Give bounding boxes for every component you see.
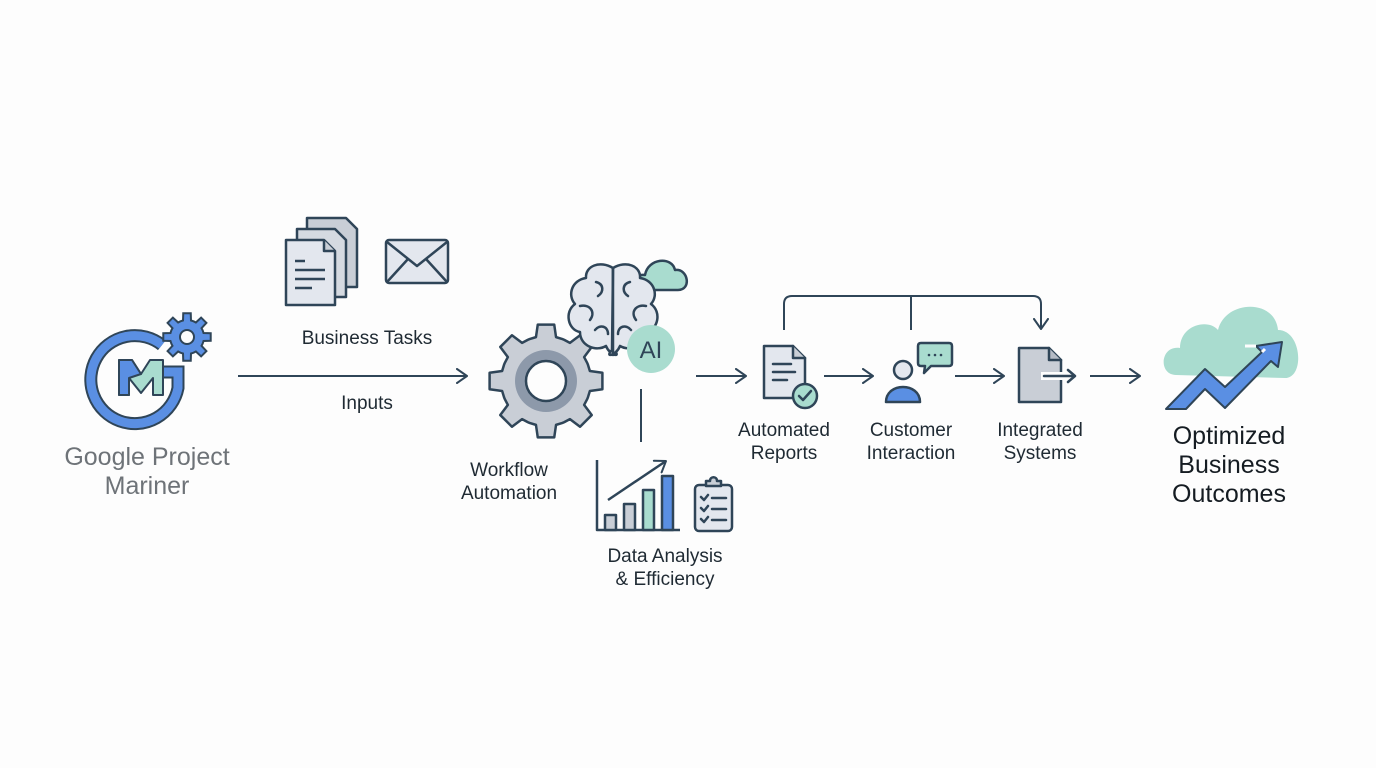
feedback-bracket-connector [783,295,1049,330]
workflow-line-1: Workflow [470,460,548,481]
cloud-growth-arrow-icon [1163,306,1299,410]
user-chat-icon [884,341,954,404]
document-check-icon [762,344,819,410]
outcome-line-1: Optimized [1172,422,1286,450]
brand-name-line-2: Mariner [104,472,190,500]
reports-line-1: Automated [738,420,830,441]
settings-gear-icon [162,312,212,362]
outcome-line-3: Outcomes [1172,480,1286,508]
ai-badge-icon: AI [627,325,675,373]
brain-icon [567,263,659,357]
workflow-gear-icon [488,323,604,439]
optimized-outcomes-label: Optimized Business Outcomes [1172,422,1286,509]
customer-interaction-label: Customer Interaction [867,419,956,465]
workflow-automation-label: Workflow Automation [461,459,557,505]
integrated-line-1: Integrated [997,420,1083,441]
documents-stack-icon [284,216,359,307]
mariner-logo-icon [84,329,185,431]
ai-badge-label: AI [640,337,663,364]
customer-line-1: Customer [869,420,953,441]
integrated-line-2: Systems [1003,443,1077,464]
customer-line-2: Interaction [866,443,956,464]
clipboard-checklist-icon [693,476,734,533]
reports-line-2: Reports [750,443,818,464]
data-analysis-label: Data Analysis & Efficiency [607,545,722,591]
data-analysis-line-2: & Efficiency [615,569,715,590]
envelope-icon [384,238,450,285]
outcome-line-2: Business [1178,451,1280,479]
brand-name: Google Project Mariner [64,443,229,501]
business-tasks-label: Business Tasks [301,328,433,349]
workflow-line-2: Automation [460,483,558,504]
brand-name-line-1: Google Project [64,443,230,471]
data-analysis-line-1: Data Analysis [607,546,723,567]
automated-reports-label: Automated Reports [738,419,830,465]
integrated-systems-label: Integrated Systems [997,419,1083,465]
inputs-label: Inputs [341,393,393,414]
bar-chart-trend-icon [595,459,680,532]
document-export-icon [1017,346,1077,404]
